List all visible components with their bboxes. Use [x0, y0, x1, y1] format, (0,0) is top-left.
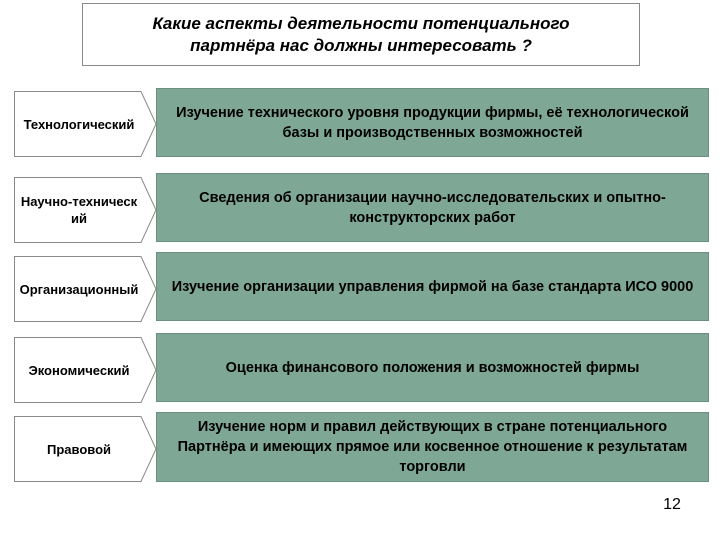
category-label: Научно-технический [20, 194, 138, 226]
arrow-shape [14, 91, 157, 157]
category-label: Организационный [19, 281, 139, 297]
page-title: Какие аспекты деятельности потенциальног… [152, 13, 570, 55]
description-box-technological: Изучение технического уровня продукции ф… [156, 88, 709, 157]
description-box-scientific-technical: Сведения об организации научно-исследова… [156, 173, 709, 242]
category-arrow-technological: Технологический [14, 91, 157, 157]
description-box-organizational: Изучение организации управления фирмой н… [156, 252, 709, 321]
arrow-shape [14, 256, 157, 322]
category-arrow-legal: Правовой [14, 416, 157, 482]
arrow-shape [14, 337, 157, 403]
arrow-shape [14, 416, 157, 482]
arrow-shape [14, 177, 157, 243]
category-label: Технологический [23, 116, 135, 132]
category-arrow-scientific-technical: Научно-технический [14, 177, 157, 243]
page-number: 12 [663, 496, 681, 513]
description-box-legal: Изучение норм и правил действующих в стр… [156, 412, 709, 482]
description-box-economic: Оценка финансового положения и возможнос… [156, 333, 709, 402]
category-label: Правовой [46, 441, 112, 457]
category-label: Экономический [28, 362, 130, 378]
category-arrow-economic: Экономический [14, 337, 157, 403]
title-box: Какие аспекты деятельности потенциальног… [82, 3, 640, 66]
category-arrow-organizational: Организационный [14, 256, 157, 322]
